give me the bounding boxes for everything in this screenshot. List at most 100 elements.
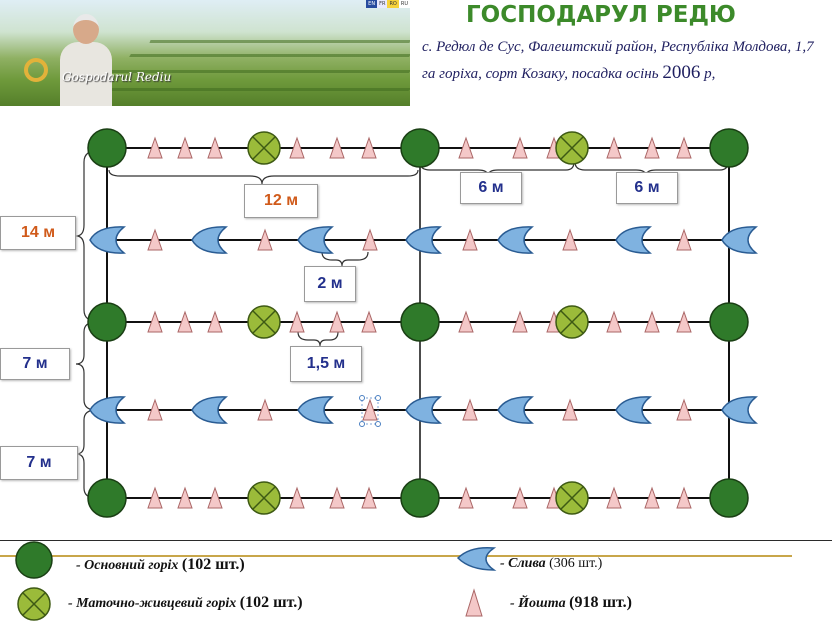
legend-divider — [0, 540, 832, 541]
legend-plum: - Слива (306 шт.) — [500, 556, 602, 572]
brace-7m-a — [75, 321, 97, 411]
legend-walnut-pollinator-count: (102 шт.) — [239, 594, 303, 611]
yoshta-2 — [207, 136, 223, 159]
legend-walnut-main-icon — [15, 541, 53, 579]
yoshta-4 — [329, 136, 345, 159]
header-banner: Gospodarul Rediu EN FR RO RU — [0, 0, 410, 106]
plum-12 — [615, 396, 653, 424]
brace-12m — [108, 169, 419, 185]
plum-0 — [89, 226, 127, 254]
plum-8 — [191, 396, 229, 424]
selection-box — [361, 397, 379, 425]
subtitle-line2-b: р, — [700, 66, 716, 82]
yoshta-45 — [462, 398, 478, 421]
yoshta-36 — [147, 228, 163, 251]
yoshta-0 — [147, 136, 163, 159]
page-subtitle: с. Редюл де Сус, Фалештский район, Респу… — [422, 34, 826, 87]
yoshta-12 — [147, 310, 163, 333]
yoshta-24 — [147, 486, 163, 509]
yoshta-3 — [289, 136, 305, 159]
yoshta-27 — [289, 486, 305, 509]
walnut-pollinator-1 — [555, 131, 589, 165]
walnut-main-8 — [709, 478, 749, 518]
brand-name: Gospodarul Rediu — [62, 70, 172, 84]
flag-ru[interactable]: RU — [398, 0, 410, 8]
page-title: ГОСПОДАРУЛ РЕДЮ — [466, 2, 736, 28]
yoshta-39 — [462, 228, 478, 251]
yoshta-6 — [458, 136, 474, 159]
yoshta-22 — [644, 310, 660, 333]
legend-yoshta-icon — [465, 588, 483, 617]
yoshta-7 — [512, 136, 528, 159]
handle-br — [375, 421, 381, 427]
flag-en[interactable]: EN — [366, 0, 378, 8]
subtitle-line1: с. Редюл де Сус, Фалештский район, Респу… — [422, 39, 814, 55]
yoshta-40 — [562, 228, 578, 251]
yoshta-43 — [257, 398, 273, 421]
subtitle-line2-a: га горіха, сорт Козаку, посадка осінь — [422, 66, 663, 82]
legend-icons — [15, 541, 497, 621]
flag-ro[interactable]: RO — [387, 0, 399, 8]
walnut-main-3 — [87, 302, 127, 342]
yoshta-34 — [644, 486, 660, 509]
yoshta-23 — [676, 310, 692, 333]
yoshta-5 — [361, 136, 377, 159]
walnut-pollinator-4 — [247, 481, 281, 515]
brace-15m — [297, 331, 339, 347]
handle-bl — [359, 421, 365, 427]
legend-walnut-pollinator-label: - Маточно-живцевий горіх — [68, 596, 240, 611]
walnut-main-6 — [87, 478, 127, 518]
legend-plum-count: (306 шт.) — [549, 556, 603, 571]
yoshta-14 — [207, 310, 223, 333]
distance-label-14m: 14 м — [0, 216, 76, 250]
yoshta-13 — [177, 310, 193, 333]
plum-5 — [615, 226, 653, 254]
farmer-photo — [60, 14, 112, 106]
yoshta-26 — [207, 486, 223, 509]
walnut-main-5 — [709, 302, 749, 342]
distance-label-2m: 2 м — [304, 266, 356, 302]
plum-2 — [297, 226, 335, 254]
walnut-main-4 — [400, 302, 440, 342]
brand-logo-icon — [24, 58, 48, 82]
yoshta-41 — [676, 228, 692, 251]
handle-tl — [359, 395, 365, 401]
legend-walnut-main: - Основний горіх (102 шт.) — [76, 556, 245, 574]
walnut-pollinator-2 — [247, 305, 281, 339]
walnut-pollinator-5 — [555, 481, 589, 515]
yoshta-35 — [676, 486, 692, 509]
legend-walnut-main-count: (102 шт.) — [181, 556, 245, 573]
yoshta-18 — [458, 310, 474, 333]
yoshta-47 — [676, 398, 692, 421]
walnut-main-1 — [400, 128, 440, 168]
yoshta-28 — [329, 486, 345, 509]
legend-walnut-pollinator-icon — [17, 587, 51, 621]
yoshta-21 — [606, 310, 622, 333]
plum-1 — [191, 226, 229, 254]
plum-9 — [297, 396, 335, 424]
plum-10 — [405, 396, 443, 424]
language-flags[interactable]: EN FR RO RU — [366, 0, 410, 8]
walnut-main-7 — [400, 478, 440, 518]
brace-14m — [75, 149, 101, 323]
flag-fr[interactable]: FR — [377, 0, 388, 8]
yoshta-16 — [329, 310, 345, 333]
plum-6 — [721, 226, 759, 254]
walnut-pollinator-3 — [555, 305, 589, 339]
handle-tr — [375, 395, 381, 401]
yoshta-38 — [362, 228, 378, 251]
plum-4 — [497, 226, 535, 254]
yoshta-17 — [361, 310, 377, 333]
yoshta-15 — [289, 310, 305, 333]
plum-7 — [89, 396, 127, 424]
plum-3 — [405, 226, 443, 254]
legend-plum-icon — [456, 546, 497, 571]
distance-label-7m-a: 7 м — [0, 348, 70, 380]
distance-label-1-5m: 1,5 м — [290, 346, 362, 382]
distance-label-6m-b: 6 м — [616, 172, 678, 204]
yoshta-42 — [147, 398, 163, 421]
yoshta-33 — [606, 486, 622, 509]
yoshta-30 — [458, 486, 474, 509]
brace-2m — [321, 251, 369, 267]
